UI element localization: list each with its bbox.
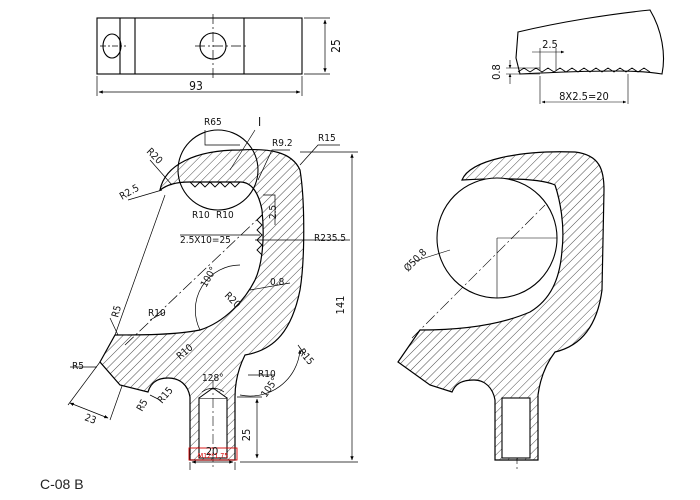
label-gap-2-5: 2.5 — [268, 205, 279, 219]
label-r5-left: R5 — [110, 304, 124, 318]
main-view — [67, 129, 358, 470]
drawing-code: C-08 B — [40, 476, 84, 492]
label-r65: R65 — [204, 117, 222, 128]
label-r5-tip: R5 — [72, 361, 84, 372]
detail-pitch-label: 2.5 — [542, 38, 558, 51]
section-mark-I: I — [258, 115, 261, 129]
label-r20-top: R20 — [144, 146, 164, 166]
label-r15-top: R15 — [318, 133, 336, 144]
detail-count-label: 8X2.5=20 — [559, 90, 609, 103]
label-r9-2: R9.2 — [272, 138, 293, 149]
label-dim-23: 23 — [83, 412, 98, 426]
detail-depth-label: 0.8 — [490, 64, 503, 80]
dim-93-label: 93 — [189, 79, 203, 93]
side-serrations — [256, 214, 263, 256]
dim-25-top-label: 25 — [329, 39, 343, 53]
top-view — [96, 14, 330, 96]
label-angle-128: 128° — [202, 373, 224, 384]
label-dim-141: 141 — [334, 296, 347, 315]
circle-I-detail — [177, 129, 259, 211]
label-r10-b: R10 — [216, 210, 234, 221]
label-r15-bottom: R15 — [156, 385, 176, 406]
label-0-8: 0.8 — [270, 277, 285, 288]
threaded-bore-right — [501, 397, 531, 459]
label-r10-a: R10 — [192, 210, 210, 221]
detail-view-I — [506, 9, 665, 104]
label-diameter: Ø50.8 — [402, 246, 430, 274]
hook-body-section-right — [397, 151, 605, 461]
jaw-serrations — [189, 181, 241, 188]
top-view-outline — [96, 17, 303, 75]
label-r10-left: R10 — [148, 308, 166, 319]
hook-body-section — [99, 148, 305, 461]
label-r5-bottom: R5 — [135, 398, 151, 414]
label-r10-right: R10 — [258, 369, 276, 380]
detail-outline — [515, 9, 665, 75]
label-dim-25-shank: 25 — [240, 429, 253, 442]
label-r15-right: R15 — [296, 347, 316, 368]
detail-serrations — [517, 67, 651, 73]
label-r235-5: R235.5 — [314, 233, 346, 244]
label-angle-100: 100° — [199, 265, 219, 289]
label-dim-20: 20 — [206, 445, 219, 458]
label-serration: 2.5X10=25 — [180, 235, 231, 246]
label-thread: M12*1.75 — [198, 452, 229, 460]
thread-callout-box — [188, 447, 238, 461]
right-view — [397, 151, 605, 470]
